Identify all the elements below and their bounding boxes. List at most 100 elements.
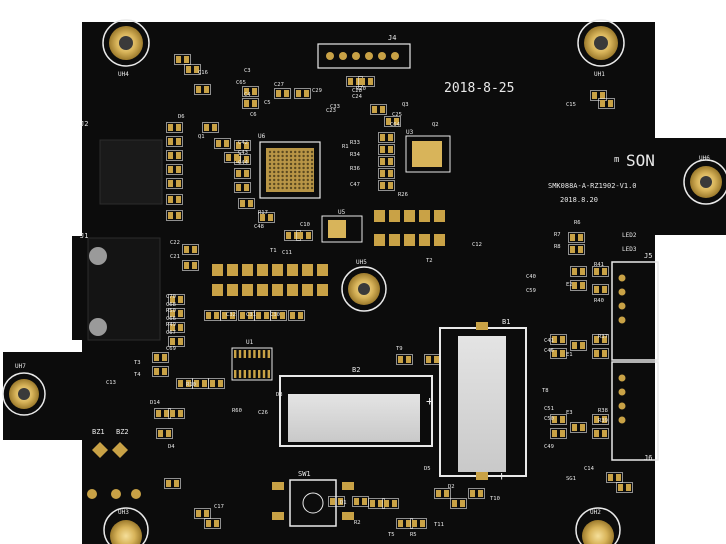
label-r40: R40: [594, 298, 604, 304]
j1-peg-bottom: [89, 318, 107, 336]
label-c17: C17: [214, 504, 224, 510]
label-r7: R7: [554, 232, 561, 238]
mounting-hole-uh5: [341, 266, 387, 312]
label-e3: E3: [566, 410, 573, 416]
label-c41: C41: [544, 338, 554, 344]
b1-plus-sign: +: [498, 469, 505, 483]
mounting-hole-uh7: [2, 372, 46, 416]
label-r17: R17: [258, 210, 268, 216]
u6-bga-chip: [259, 141, 321, 199]
label-u3: U3: [406, 129, 414, 136]
label-c64: C64: [390, 122, 401, 128]
label-t8: T8: [542, 388, 549, 394]
label-c11: C11: [282, 250, 292, 256]
label-uh3: UH3: [118, 509, 129, 516]
label-j4: J4: [388, 34, 396, 42]
label-r37: R37: [598, 334, 608, 340]
label-c50: C50: [544, 416, 554, 422]
label-uh4: UH4: [118, 71, 129, 78]
label-led3: LED3: [622, 246, 637, 253]
label-j5: J5: [644, 252, 652, 260]
label-r10: R10: [186, 382, 196, 388]
board-date-marking: 2018-8-25: [444, 81, 514, 96]
label-j1: J1: [80, 232, 88, 240]
label-q2: Q2: [432, 122, 439, 128]
label-c15: C15: [566, 102, 576, 108]
label-q3: Q3: [402, 102, 409, 108]
label-d1: D1: [340, 500, 347, 506]
label-c33: C33: [330, 104, 340, 110]
label-r8: R8: [554, 244, 561, 250]
label-c66: C66: [166, 316, 176, 322]
label-r26: R26: [398, 192, 408, 198]
label-c14: C14: [584, 466, 595, 472]
label-sg1: SG1: [566, 476, 576, 482]
label-r20: R20: [356, 86, 366, 92]
label-r41: R41: [594, 262, 604, 268]
label-c12: C12: [472, 242, 482, 248]
label-c69: C69: [166, 346, 176, 352]
label-c10: C10: [300, 222, 310, 228]
label-t10: T10: [490, 496, 500, 502]
mounting-hole-uh2: [575, 507, 621, 544]
label-bz2: BZ2: [116, 428, 129, 436]
smd-pads: [152, 54, 633, 529]
label-e1: E1: [566, 352, 573, 358]
label-r33: R33: [350, 140, 360, 146]
label-c6: C6: [250, 112, 257, 118]
label-d5: D5: [424, 466, 431, 472]
label-c67: C67: [166, 330, 176, 336]
buzzer-pads: [87, 442, 141, 499]
label-c49: C49: [544, 444, 554, 450]
label-uh2: UH2: [590, 509, 601, 516]
j5-connector: [611, 261, 659, 361]
label-c70: C70: [166, 294, 176, 300]
u5-regulator: [321, 215, 363, 243]
label-t11: T11: [434, 522, 444, 528]
label-j6: J6: [644, 454, 652, 462]
label-c46: C46: [544, 348, 554, 354]
label-j2: J2: [80, 120, 88, 128]
label-d14: D14: [150, 400, 161, 406]
label-c43: C43: [238, 150, 248, 156]
label-r39: R39: [598, 418, 608, 424]
board-sub-date-marking: 2018.8.20: [560, 196, 598, 204]
label-c5: C5: [264, 100, 271, 106]
label-c3: C3: [244, 68, 251, 74]
u1-sop-chip: [231, 347, 273, 381]
label-u5: U5: [338, 209, 346, 216]
label-e2: E2: [566, 282, 573, 288]
label-uh1: UH1: [594, 71, 605, 78]
label-c27: C27: [274, 82, 284, 88]
label-c59: C59: [526, 288, 536, 294]
label-t9: T9: [396, 346, 403, 352]
label-u6: U6: [258, 133, 266, 140]
j4-header: [317, 43, 411, 69]
label-r38: R38: [598, 408, 608, 414]
label-t1: T1: [270, 248, 277, 254]
label-d2: D2: [448, 484, 455, 490]
label-uh7: UH7: [15, 363, 26, 370]
mounting-hole-uh4: [102, 19, 150, 67]
label-d3: D3: [276, 392, 283, 398]
label-c21: C21: [170, 254, 180, 260]
battery-b2: [279, 375, 433, 447]
label-c68: C68: [166, 302, 176, 308]
mounting-hole-uh6: [683, 159, 726, 205]
b2-plus-sign: +: [426, 394, 433, 408]
label-c40: C40: [526, 274, 536, 280]
label-uh5: UH5: [356, 259, 367, 266]
label-c4: C4: [244, 92, 251, 98]
brand-prefix: m: [614, 155, 619, 165]
sw1-switch: [272, 479, 354, 527]
label-c24: C24: [352, 94, 363, 100]
label-c51: C51: [544, 406, 554, 412]
label-sw1: SW1: [298, 470, 311, 478]
passive-row: [212, 210, 445, 296]
label-r5: R5: [410, 532, 417, 538]
label-b2: B2: [352, 366, 360, 374]
board-id-marking: SMK088A-A-RZ1902-V1.0: [548, 182, 637, 190]
label-d4: D4: [168, 444, 175, 450]
label-r2: R2: [354, 520, 361, 526]
